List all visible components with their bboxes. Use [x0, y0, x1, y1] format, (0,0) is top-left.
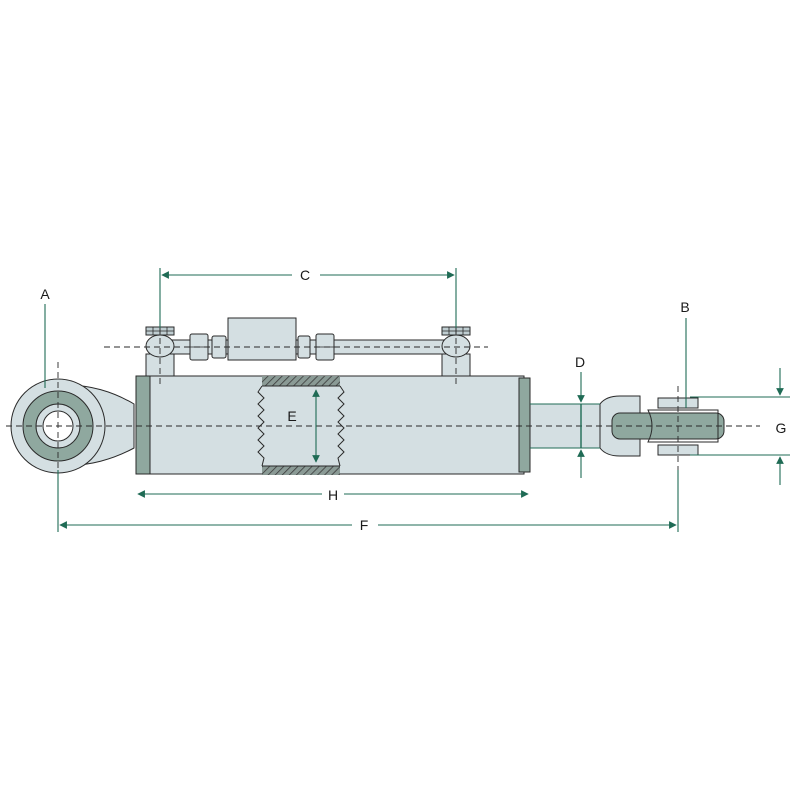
cylinder-end-cap-right [518, 377, 531, 473]
label-g: G [776, 420, 787, 436]
label-e: E [287, 408, 296, 424]
bore-section [257, 376, 345, 475]
dimensions [44, 268, 790, 532]
valve-block [227, 317, 297, 361]
label-c: C [300, 267, 310, 283]
label-h: H [328, 487, 338, 503]
label-d: D [575, 354, 585, 370]
cylinder-body [135, 375, 531, 475]
hydraulic-pipe-assembly [145, 317, 471, 379]
cylinder-barrel [135, 375, 525, 475]
dimension-labels: A B C D E F G H [40, 267, 786, 533]
cylinder-end-cap-left [135, 375, 151, 475]
centerlines [6, 318, 760, 480]
label-b: B [680, 299, 689, 315]
label-a: A [40, 286, 50, 302]
label-f: F [360, 517, 369, 533]
